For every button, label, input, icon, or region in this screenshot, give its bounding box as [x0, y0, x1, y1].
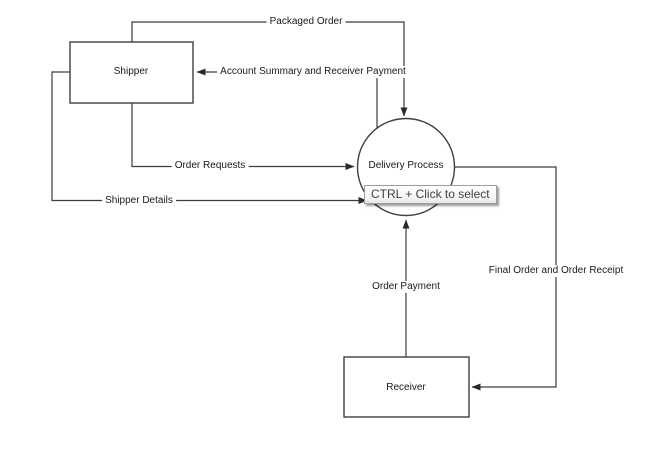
receiver-node[interactable] [343, 356, 470, 418]
delivery-process-node-label: Delivery Process [368, 160, 444, 171]
flow-label-order-requests: Order Requests [171, 160, 249, 172]
shipper-node[interactable] [69, 41, 194, 104]
ctrl-click-tooltip: CTRL + Click to select [364, 185, 497, 204]
flow-label-final-order: Final Order and Order Receipt [485, 265, 627, 277]
connector-final-order[interactable] [454, 166, 557, 391]
flow-label-order-payment: Order Payment [369, 281, 443, 293]
flow-label-packaged-order: Packaged Order [266, 16, 346, 28]
shipper-node-label: Shipper [113, 66, 149, 77]
connector-shipper-details[interactable] [51, 71, 368, 204]
receiver-node-label: Receiver [386, 382, 426, 393]
flow-label-account-summary: Account Summary and Receiver Payment [217, 66, 409, 78]
flow-label-shipper-details: Shipper Details [102, 195, 176, 207]
connector-account-summary[interactable] [196, 68, 378, 129]
connector-order-requests[interactable] [131, 103, 355, 170]
